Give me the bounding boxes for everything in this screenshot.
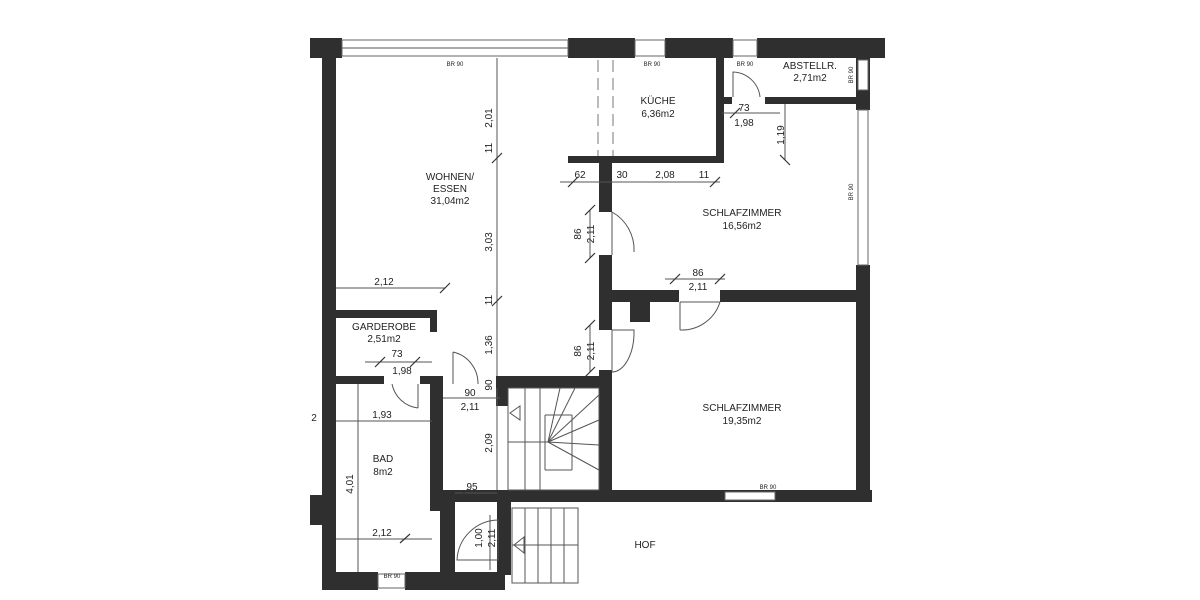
dim-label: 11 xyxy=(484,142,495,153)
dimension-ticks xyxy=(374,107,791,544)
room-garderobe-label: GARDEROBE xyxy=(352,322,416,333)
dim-label: 90 xyxy=(484,379,495,391)
window-label: BR 90 xyxy=(644,62,661,68)
room-bad-label: BAD xyxy=(373,454,394,465)
dim-label: 11 xyxy=(699,170,710,181)
dim-label: 73 xyxy=(738,103,750,114)
room-kueche-area: 6,36m2 xyxy=(641,109,675,120)
room-hof-label: HOF xyxy=(634,540,655,551)
dim-label: 86 xyxy=(573,345,584,357)
dim-label: 2,12 xyxy=(374,277,394,288)
dim-label: 86 xyxy=(573,228,584,240)
window-label: BR 90 xyxy=(760,485,777,491)
room-wohnen-area: 31,04m2 xyxy=(431,196,470,207)
dim-label: 2,12 xyxy=(372,528,392,539)
dim-label: 2,01 xyxy=(484,108,495,128)
room-wohnen-label1: WOHNEN/ xyxy=(426,172,475,183)
staircase xyxy=(507,387,600,584)
dim-label: 2,11 xyxy=(461,402,480,413)
dim-label: 1,00 xyxy=(474,528,485,548)
room-schlaf2-label: SCHLAFZIMMER xyxy=(703,403,782,414)
dim-label: 2,08 xyxy=(655,170,675,181)
windows xyxy=(341,39,869,589)
dim-label: 1,36 xyxy=(484,335,495,355)
dim-label: 2,11 xyxy=(487,528,498,547)
dim-label: 1,98 xyxy=(734,118,754,129)
dim-label: 1,19 xyxy=(776,125,787,145)
window-label: BR 90 xyxy=(737,62,754,68)
dim-label: 30 xyxy=(616,170,628,181)
dim-label: 1,93 xyxy=(372,410,392,421)
room-kueche-label: KÜCHE xyxy=(640,95,675,107)
walls xyxy=(310,38,885,590)
window-label: BR 90 xyxy=(384,574,401,580)
edge-label: 2 xyxy=(311,413,317,424)
dim-label: 2,11 xyxy=(586,341,597,360)
dimension-labels: 2,01 11 3,03 11 1,36 2,12 62 30 2,08 11 … xyxy=(311,103,787,548)
room-wohnen-label2: ESSEN xyxy=(433,184,467,195)
window-label: BR 90 xyxy=(849,66,855,83)
room-schlaf1-area: 16,56m2 xyxy=(723,221,762,232)
dim-label: 4,01 xyxy=(345,474,356,494)
dim-label: 86 xyxy=(692,268,704,279)
dim-label: 1,98 xyxy=(392,366,412,377)
room-schlaf2-area: 19,35m2 xyxy=(723,416,762,427)
window-label: BR 90 xyxy=(849,183,855,200)
dim-label: 2,09 xyxy=(484,433,495,453)
room-garderobe-area: 2,51m2 xyxy=(367,334,401,345)
window-label: BR 90 xyxy=(447,62,464,68)
room-schlaf1-label: SCHLAFZIMMER xyxy=(703,208,782,219)
doors xyxy=(391,71,761,561)
dim-label: 2,11 xyxy=(689,282,708,293)
dimension-lines xyxy=(336,58,786,572)
dim-label: 95 xyxy=(466,482,478,493)
room-abstell-area: 2,71m2 xyxy=(793,73,827,84)
dim-label: 90 xyxy=(464,388,476,399)
dim-label: 73 xyxy=(391,349,403,360)
dim-label: 62 xyxy=(574,170,586,181)
room-abstell-label: ABSTELLR. xyxy=(783,61,837,72)
dim-label: 11 xyxy=(484,294,495,305)
dim-label: 2,11 xyxy=(586,224,597,243)
room-bad-area: 8m2 xyxy=(373,467,393,478)
dim-label: 3,03 xyxy=(484,232,495,252)
